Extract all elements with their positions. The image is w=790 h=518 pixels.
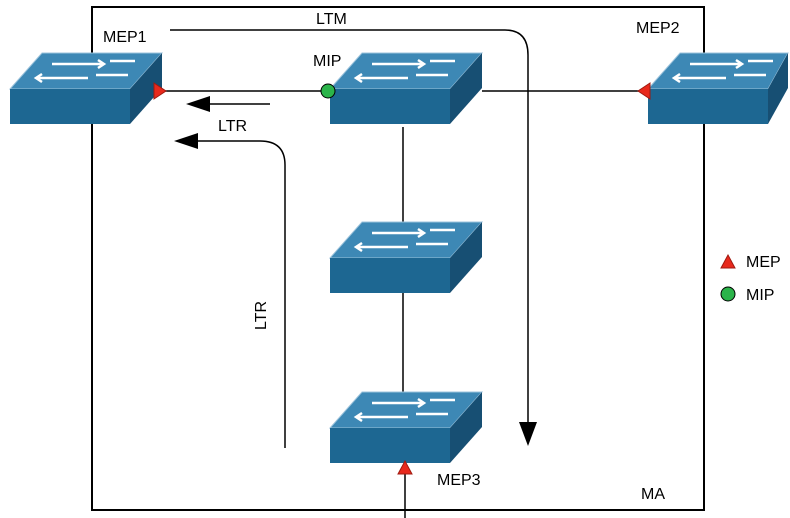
network-switch-icon [8,52,164,124]
ltm-arrow [170,29,529,422]
ma-boundary [91,6,705,511]
ltr-long-arrowhead [174,133,198,149]
legend-mep-label: MEP [746,254,781,271]
network-switch-icon [646,52,789,124]
switch-mep1 [8,52,164,124]
legend-mip-label: MIP [746,287,774,304]
network-switch-icon [328,391,484,463]
label-ma: MA [641,486,665,503]
label-mep2: MEP2 [636,20,680,37]
mep3-marker [397,459,413,475]
switch-mip [328,52,484,124]
legend-mip-icon [720,286,736,302]
legend: MEP MIP [720,253,781,304]
label-mip: MIP [313,53,341,70]
network-switch-icon [328,52,484,124]
mip-marker [320,83,336,99]
label-ltm: LTM [316,11,347,28]
label-ltr-vertical: LTR [253,301,270,330]
switch-middle [328,221,484,293]
legend-mep-icon [720,253,736,269]
switch-mep2 [646,52,789,124]
ltr-long-arrow [198,140,286,448]
label-mep3: MEP3 [437,472,481,489]
ltm-arrowhead [519,422,537,446]
ltr-short-arrowhead [186,96,210,112]
label-ltr-top: LTR [218,118,247,135]
switch-mep3 [328,391,484,463]
mep2-marker [637,82,651,100]
network-switch-icon [328,221,484,293]
label-mep1: MEP1 [103,29,147,46]
mep1-marker [153,82,167,100]
